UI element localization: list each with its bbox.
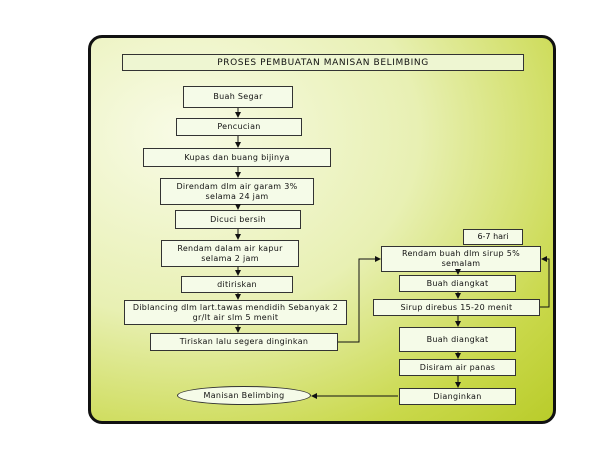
step-rendam-sirup: Rendam buah dlm sirup 5% semalam <box>381 246 541 272</box>
step-buah-diangkat-2: Buah diangkat <box>399 327 516 352</box>
step-sirup-direbus: Sirup direbus 15-20 menit <box>373 299 540 316</box>
step-rendam-garam: Direndam dlm air garam 3% selama 24 jam <box>160 178 314 205</box>
step-diblancing: Diblancing dlm lart.tawas mendidih Seban… <box>124 300 347 325</box>
step-dicuci-bersih: Dicuci bersih <box>175 210 301 229</box>
step-dianginkan: Dianginkan <box>399 388 516 405</box>
diagram-title: PROSES PEMBUATAN MANISAN BELIMBING <box>122 54 524 71</box>
step-pencucian: Pencucian <box>176 118 302 136</box>
flow-arrows <box>235 108 550 399</box>
slide-frame: PROSES PEMBUATAN MANISAN BELIMBING Buah … <box>88 35 556 424</box>
step-ditiriskan: ditiriskan <box>181 276 293 293</box>
step-disiram-air-panas: Disiram air panas <box>399 359 516 376</box>
step-rendam-kapur: Rendam dalam air kapur selama 2 jam <box>161 240 299 267</box>
final-product-manisan-belimbing: Manisan Belimbing <box>177 386 311 405</box>
step-tiriskan: Tiriskan lalu segera dinginkan <box>150 333 338 351</box>
step-buah-segar: Buah Segar <box>183 86 293 108</box>
step-buah-diangkat-1: Buah diangkat <box>399 275 516 292</box>
loop-duration-label: 6-7 hari <box>463 229 523 245</box>
step-kupas: Kupas dan buang bijinya <box>143 148 331 167</box>
